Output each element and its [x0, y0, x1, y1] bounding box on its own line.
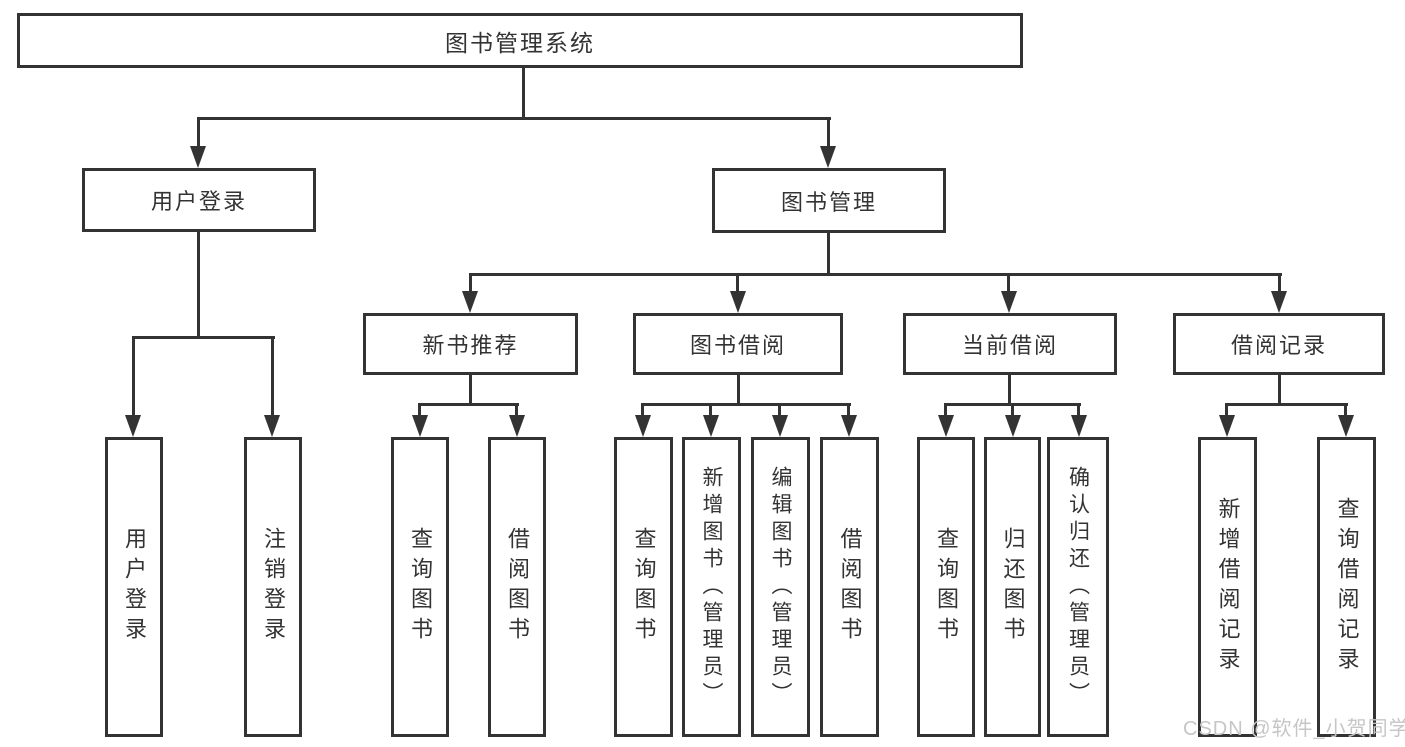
connector-line	[515, 403, 518, 417]
leaf-borrowing-query-books: 查询图书	[614, 437, 673, 737]
arrow-down-icon	[635, 415, 651, 437]
node-book-management: 图书管理	[712, 168, 946, 233]
connector-line	[132, 336, 135, 418]
connector-line	[522, 68, 525, 120]
connector-line	[827, 117, 830, 148]
connector-line	[197, 117, 200, 148]
connector-line	[469, 273, 1282, 276]
connector-line	[419, 403, 519, 406]
leaf-query-borrow-record: 查询借阅记录	[1317, 437, 1376, 737]
connector-line	[709, 403, 712, 417]
arrow-down-icon	[1271, 291, 1287, 313]
connector-line	[1077, 403, 1080, 417]
connector-line	[1344, 403, 1347, 417]
connector-line	[944, 403, 947, 417]
leaf-edit-books-admin: 编辑图书（管理员）	[751, 437, 810, 737]
connector-line	[1278, 375, 1281, 406]
arrow-down-icon	[462, 291, 478, 313]
arrow-down-icon	[190, 146, 206, 168]
arrow-down-icon	[264, 415, 280, 437]
arrow-down-icon	[412, 415, 428, 437]
connector-line	[197, 117, 831, 120]
connector-line	[271, 336, 274, 418]
arrow-down-icon	[820, 146, 836, 168]
leaf-add-borrow-record: 新增借阅记录	[1198, 437, 1257, 737]
leaf-add-books-admin: 新增图书（管理员）	[682, 437, 741, 737]
arrow-down-icon	[509, 415, 525, 437]
leaf-recommend-query-books: 查询图书	[391, 437, 449, 737]
connector-line	[418, 403, 421, 417]
arrow-down-icon	[703, 415, 719, 437]
node-new-book-recommend: 新书推荐	[363, 313, 578, 375]
leaf-confirm-return-admin: 确认归还（管理员）	[1047, 437, 1109, 737]
connector-line	[197, 232, 200, 339]
connector-line	[641, 403, 644, 417]
arrow-down-icon	[1005, 415, 1021, 437]
connector-line	[737, 375, 740, 406]
connector-line	[1008, 375, 1011, 406]
arrow-down-icon	[1219, 415, 1235, 437]
connector-line	[469, 375, 472, 406]
node-root-library-system: 图书管理系统	[17, 13, 1023, 68]
connector-line	[778, 403, 781, 417]
arrow-down-icon	[841, 415, 857, 437]
node-user-login: 用户登录	[82, 168, 316, 232]
connector-line	[1278, 273, 1281, 293]
connector-line	[469, 273, 472, 293]
arrow-down-icon	[772, 415, 788, 437]
leaf-user-login: 用户登录	[105, 437, 163, 737]
connector-line	[132, 336, 275, 339]
node-book-borrowing: 图书借阅	[633, 313, 843, 375]
arrow-down-icon	[938, 415, 954, 437]
connector-line	[1226, 403, 1348, 406]
connector-line	[1011, 403, 1014, 417]
leaf-borrowing-borrow-books: 借阅图书	[820, 437, 879, 737]
leaf-logout: 注销登录	[244, 437, 302, 737]
csdn-watermark: CSDN @软件_小贺同学	[1183, 718, 1405, 740]
arrow-down-icon	[1338, 415, 1354, 437]
leaf-current-query-books: 查询图书	[917, 437, 975, 737]
connector-line	[827, 233, 830, 276]
arrow-down-icon	[1071, 415, 1087, 437]
connector-line	[736, 273, 739, 293]
node-current-borrowing: 当前借阅	[903, 313, 1117, 375]
connector-line	[1007, 273, 1010, 293]
arrow-down-icon	[1001, 291, 1017, 313]
connector-line	[1225, 403, 1228, 417]
arrow-down-icon	[730, 291, 746, 313]
leaf-recommend-borrow-books: 借阅图书	[488, 437, 546, 737]
leaf-return-books: 归还图书	[984, 437, 1041, 737]
arrow-down-icon	[125, 415, 141, 437]
node-borrowing-records: 借阅记录	[1173, 313, 1385, 375]
connector-line	[642, 403, 851, 406]
connector-line	[847, 403, 850, 417]
